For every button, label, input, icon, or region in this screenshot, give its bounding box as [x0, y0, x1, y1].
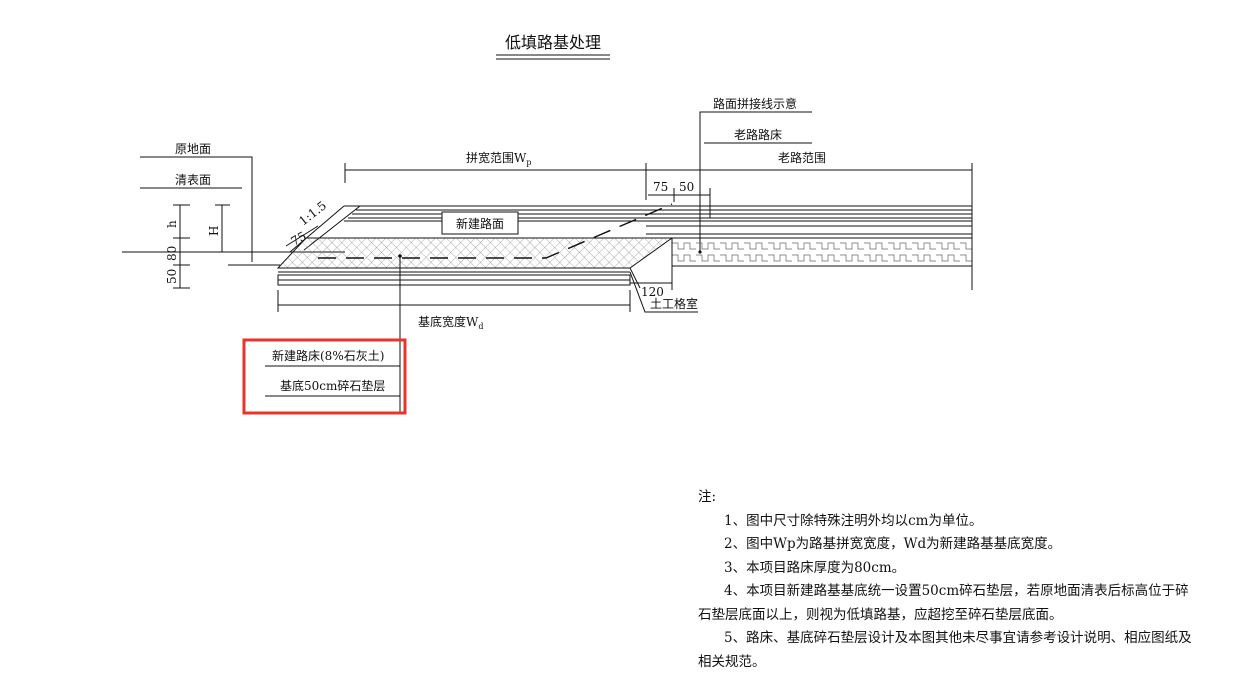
notes-heading: 注: [698, 489, 717, 505]
label-widening-range: 拼宽范围Wp [466, 150, 531, 167]
label-old-road-range: 老路范围 [778, 150, 826, 165]
dim-120: 120 [641, 285, 664, 299]
legend-gravel: 基底50cm碎石垫层 [280, 378, 385, 393]
gravel-cushion [277, 267, 641, 289]
legend-leaders [265, 256, 401, 413]
pavement-layers [289, 205, 972, 253]
dim-H: H [207, 226, 221, 236]
svg-text:低填路基处理: 低填路基处理 [505, 33, 601, 52]
note-item-4: 4、本项目新建路基基底统一设置50cm碎石垫层，若原地面清表后标高位于碎石垫层底… [698, 583, 1189, 623]
dim-75-top: 75 [653, 180, 668, 194]
notes-section: 注: 1、图中尺寸除特殊注明外均以cm为单位。 2、图中Wp为路基拼宽宽度，Wd… [698, 486, 1198, 674]
geocell-leader [629, 271, 698, 313]
highlight-box [242, 338, 407, 415]
note-item-1: 1、图中尺寸除特殊注明外均以cm为单位。 [724, 512, 983, 529]
label-cleared-surface: 清表面 [175, 173, 211, 187]
label-old-subgrade: 老路路床 [734, 127, 782, 142]
base-width-dim [277, 290, 631, 312]
label-base-width: 基底宽度Wd [418, 314, 483, 331]
legend-subgrade: 新建路床(8%石灰土) [272, 348, 384, 363]
dim-75-left: 75 [289, 229, 309, 249]
label-splice-line: 路面拼接线示意 [713, 96, 797, 111]
dim-120-lines [630, 238, 673, 290]
dim-50: 50 [165, 269, 179, 284]
old-road-body [646, 225, 973, 267]
legend-point [398, 254, 402, 258]
label-geocell: 土工格室 [650, 296, 698, 311]
note-item-5: 5、路床、基底碎石垫层设计及本图其他未尽事宜请参考设计说明、相应图纸及相关规范。 [698, 630, 1192, 670]
dim-h: h [165, 220, 179, 228]
note-item-3: 3、本项目路床厚度为80cm。 [724, 559, 906, 576]
dim-50-top: 50 [679, 180, 694, 194]
dim-80: 80 [165, 246, 179, 261]
label-slope: 1:1.5 [296, 198, 329, 228]
widening-range-dim [344, 163, 647, 200]
diagram-title: 低填路基处理 [496, 33, 610, 60]
new-subgrade [276, 237, 674, 273]
left-vertical-dims [173, 204, 230, 289]
label-original-ground: 原地面 [175, 142, 211, 156]
note-item-2: 2、图中Wp为路基拼宽宽度，Wd为新建路基基底宽度。 [724, 536, 1062, 552]
label-new-pavement: 新建路面 [456, 216, 504, 231]
dashed-splice-line [318, 203, 673, 259]
new-pavement-box [441, 211, 519, 235]
right-leaders [699, 111, 812, 252]
left-75-dim [285, 225, 319, 247]
